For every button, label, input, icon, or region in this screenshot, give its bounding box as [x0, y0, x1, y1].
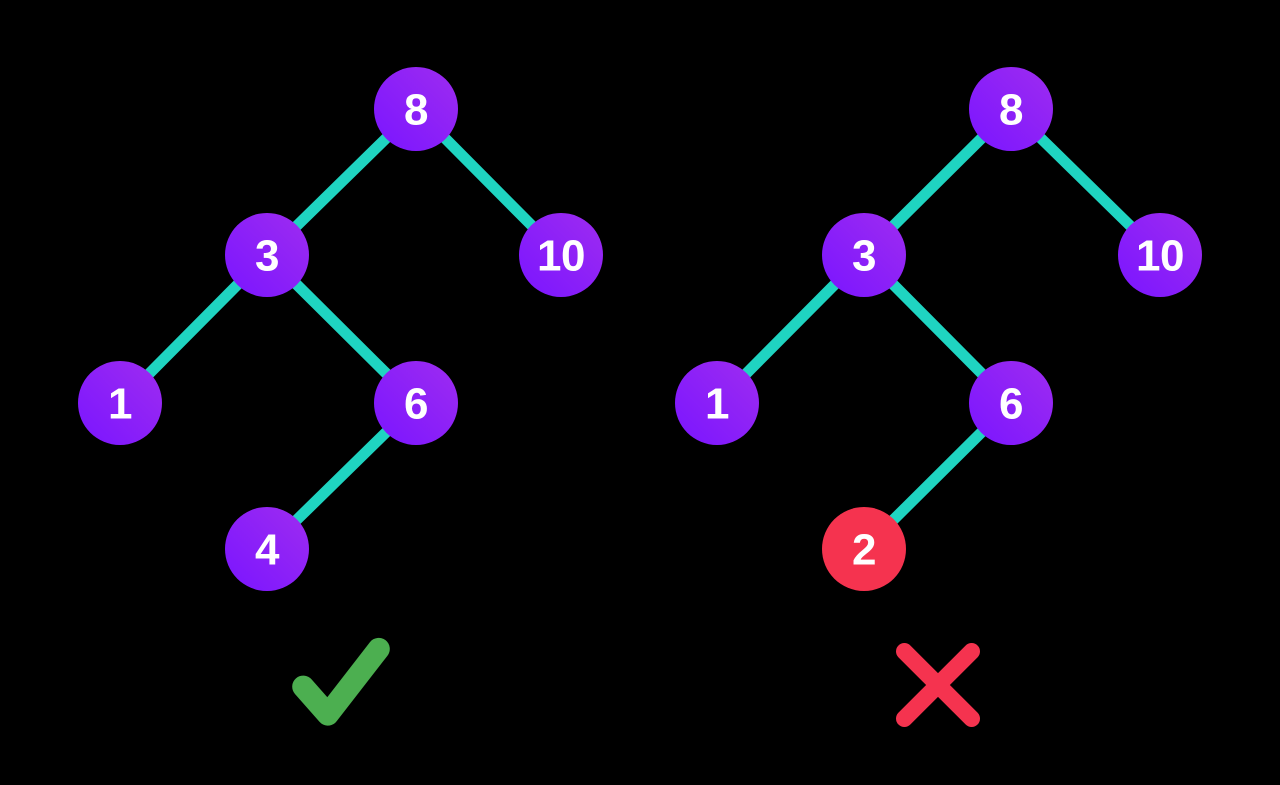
tree-node[interactable]: 1 — [675, 361, 759, 445]
node-circle — [78, 361, 162, 445]
check-icon — [292, 637, 390, 726]
node-value-label: 10 — [1136, 232, 1184, 281]
tree-edge — [886, 425, 989, 527]
node-circle — [822, 213, 906, 297]
node-circle — [969, 361, 1053, 445]
node-circle — [374, 361, 458, 445]
node-value-label: 6 — [999, 380, 1023, 429]
tree-node[interactable]: 10 — [519, 213, 603, 297]
node-circle — [675, 361, 759, 445]
tree-node[interactable]: 4 — [225, 507, 309, 591]
node-value-label: 10 — [537, 232, 585, 281]
verdicts-layer — [292, 637, 980, 727]
tree-edge — [1034, 131, 1137, 233]
tree-node[interactable]: 8 — [374, 67, 458, 151]
tree-edge — [290, 131, 393, 233]
edges-layer — [142, 131, 1137, 527]
node-value-label: 3 — [852, 232, 876, 281]
tree-edge — [438, 131, 539, 233]
tree-edge — [739, 277, 842, 381]
tree-node[interactable]: 1 — [78, 361, 162, 445]
tree-edge — [142, 277, 245, 381]
cross-icon — [896, 643, 980, 727]
tree-node[interactable]: 3 — [225, 213, 309, 297]
node-value-label: 8 — [999, 86, 1023, 135]
node-value-label: 4 — [255, 526, 280, 575]
node-circle — [374, 67, 458, 151]
nodes-layer: 8 3 10 1 6 4 8 3 10 1 6 2 — [78, 67, 1202, 591]
node-value-label: 6 — [404, 380, 428, 429]
tree-node[interactable]: 10 — [1118, 213, 1202, 297]
node-circle — [519, 213, 603, 297]
node-value-label: 8 — [404, 86, 428, 135]
tree-edge — [289, 277, 394, 381]
node-circle-invalid — [822, 507, 906, 591]
tree-node[interactable]: 6 — [374, 361, 458, 445]
check-stroke — [292, 637, 390, 726]
node-value-label: 1 — [705, 380, 729, 429]
tree-node[interactable]: 2 — [822, 507, 906, 591]
node-value-label: 2 — [852, 526, 876, 575]
node-circle — [1118, 213, 1202, 297]
tree-node[interactable]: 8 — [969, 67, 1053, 151]
tree-edge — [886, 277, 989, 381]
node-circle — [225, 507, 309, 591]
tree-node[interactable]: 6 — [969, 361, 1053, 445]
node-value-label: 1 — [108, 380, 132, 429]
cross-stroke — [896, 643, 980, 727]
tree-edge — [886, 131, 989, 233]
node-value-label: 3 — [255, 232, 279, 281]
tree-node[interactable]: 3 — [822, 213, 906, 297]
node-circle — [969, 67, 1053, 151]
tree-edge — [290, 425, 393, 527]
node-circle — [225, 213, 309, 297]
